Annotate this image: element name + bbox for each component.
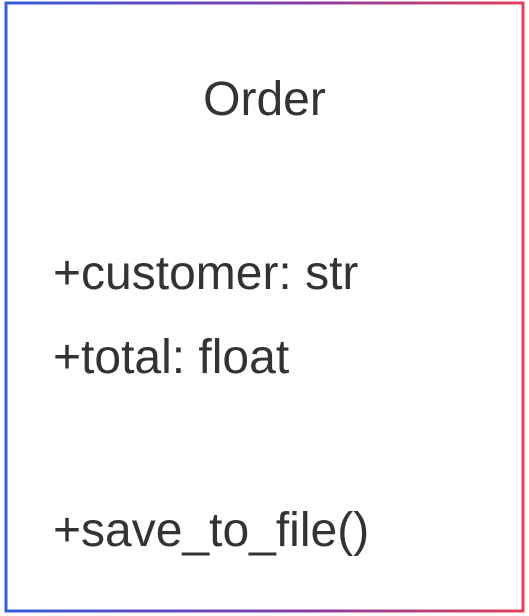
class-name: Order (203, 73, 326, 126)
class-box-border (4, 1, 525, 613)
attribute-customer: +customer: str (53, 247, 359, 300)
method-save-to-file: +save_to_file() (53, 504, 370, 557)
attribute-total: +total: float (53, 331, 290, 384)
